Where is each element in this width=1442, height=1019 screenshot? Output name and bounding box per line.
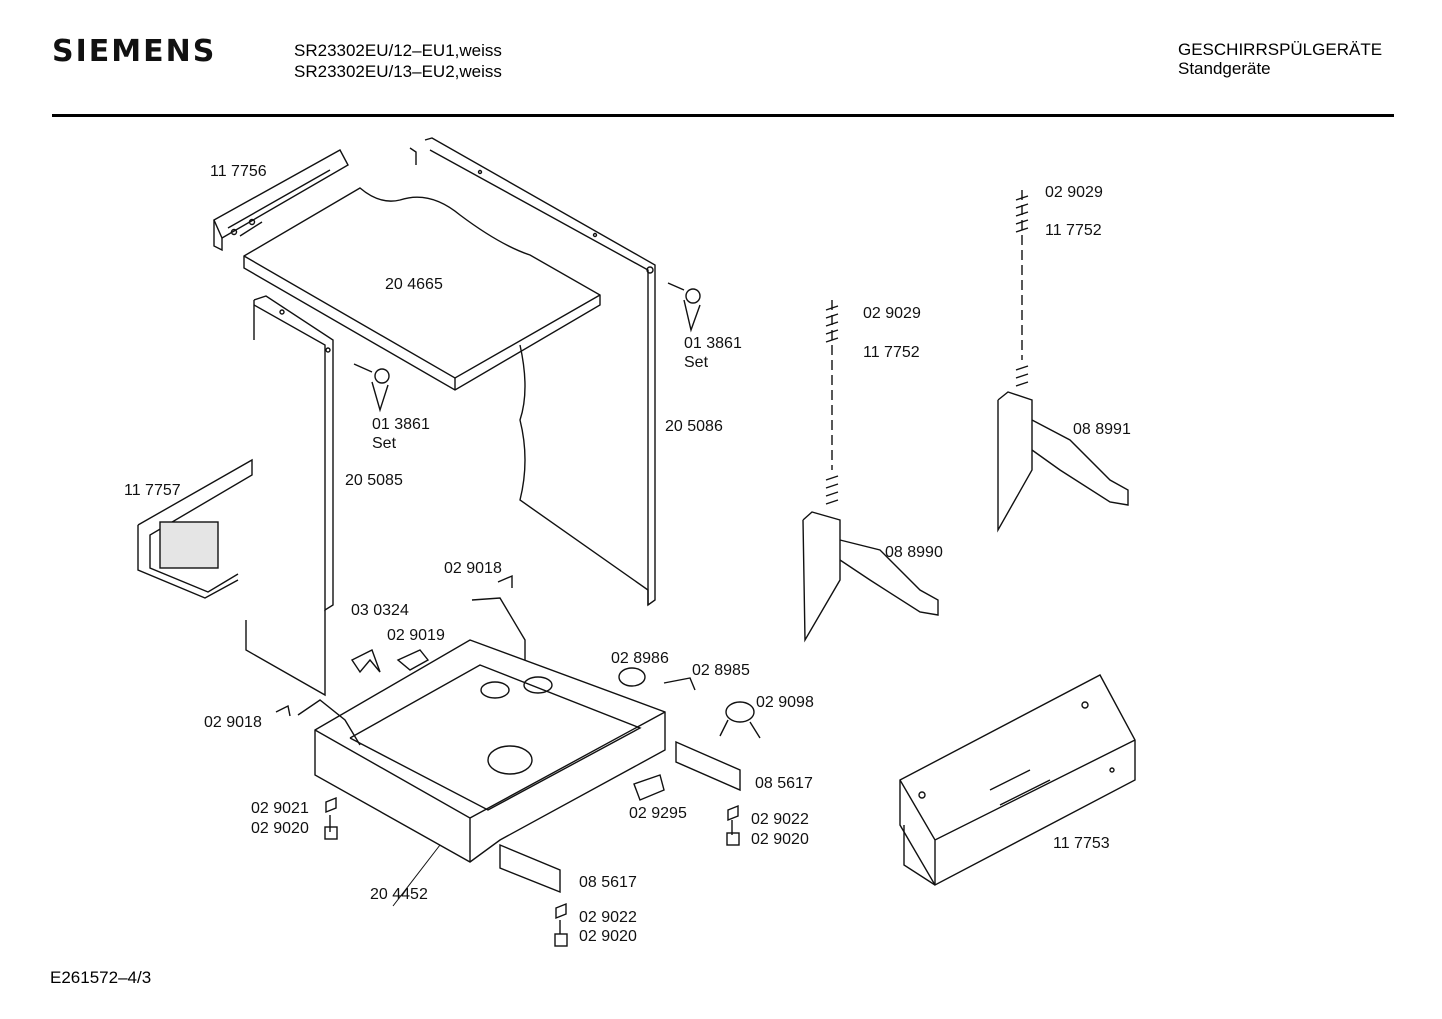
label-08-5617-right: 08 5617	[755, 775, 813, 792]
rear-cross-member-drawing	[137, 458, 253, 599]
model-line-2: SR23302EU/13–EU2,weiss	[294, 62, 502, 81]
label-20-4452: 20 4452	[370, 886, 428, 903]
label-02-9020-right: 02 9020	[751, 831, 809, 848]
label-02-9098: 02 9098	[756, 694, 814, 711]
label-01-3861-lower: 01 3861	[372, 416, 430, 433]
label-02-9029-right: 02 9029	[1045, 184, 1103, 201]
label-11-7757: 11 7757	[124, 482, 181, 499]
label-02-9022-right: 02 9022	[751, 811, 809, 828]
label-02-8985: 02 8985	[692, 662, 750, 679]
label-02-9022-bottom: 02 9022	[579, 909, 637, 926]
label-01-3861-upper: 01 3861	[684, 335, 742, 352]
drawing-code: E261572–4/3	[50, 968, 152, 987]
label-02-9021: 02 9021	[251, 800, 309, 817]
label-02-9020-left: 02 9020	[251, 820, 309, 837]
label-11-7753: 11 7753	[1053, 835, 1110, 852]
small-parts-drawing	[275, 574, 761, 947]
kick-panel-drawing	[899, 674, 1136, 886]
part-labels: 11 7756 20 4665 01 3861 Set 01 3861 Set …	[124, 163, 1131, 945]
label-02-8986: 02 8986	[611, 650, 669, 667]
label-20-5086: 20 5086	[665, 418, 723, 435]
label-02-9018-top: 02 9018	[444, 560, 502, 577]
label-02-9295: 02 9295	[629, 805, 687, 822]
label-20-4665: 20 4665	[385, 276, 443, 293]
left-side-panel-drawing	[245, 295, 334, 697]
category-subtitle: Standgeräte	[1178, 59, 1271, 78]
label-03-0324: 03 0324	[351, 602, 409, 619]
leader-lines	[392, 844, 441, 907]
header-divider	[52, 114, 1394, 117]
top-rail-drawing	[213, 149, 349, 252]
label-02-9019: 02 9019	[387, 627, 445, 644]
category-block: GESCHIRRSPÜLGERÄTE Standgeräte	[1178, 40, 1382, 78]
hinge-left-drawing	[802, 300, 939, 643]
label-02-9020-bottom: 02 9020	[579, 928, 637, 945]
model-line-1: SR23302EU/12–EU1,weiss	[294, 41, 502, 60]
label-set-lower: Set	[372, 435, 397, 452]
screw-cap-set-upper-drawing	[667, 282, 701, 333]
model-list: SR23302EU/12–EU1,weiss SR23302EU/13–EU2,…	[294, 40, 502, 82]
screw-cap-set-lower-drawing	[353, 363, 390, 413]
hinge-right-drawing	[997, 190, 1129, 533]
label-set-upper: Set	[684, 354, 709, 371]
label-11-7752-left: 11 7752	[863, 344, 920, 361]
label-11-7752-right: 11 7752	[1045, 222, 1102, 239]
label-20-5085: 20 5085	[345, 472, 403, 489]
label-11-7756: 11 7756	[210, 163, 267, 180]
right-side-panel-drawing	[409, 137, 656, 607]
worktop-drawing	[243, 187, 601, 391]
label-08-8990: 08 8990	[885, 544, 943, 561]
base-frame-drawing	[297, 597, 666, 863]
label-02-9018-left: 02 9018	[204, 714, 262, 731]
label-08-5617-bottom: 08 5617	[579, 874, 637, 891]
label-02-9029-left: 02 9029	[863, 305, 921, 322]
category-title: GESCHIRRSPÜLGERÄTE	[1178, 40, 1383, 59]
brand-logo: SIEMENS	[52, 34, 217, 69]
label-08-8991: 08 8991	[1073, 421, 1131, 438]
